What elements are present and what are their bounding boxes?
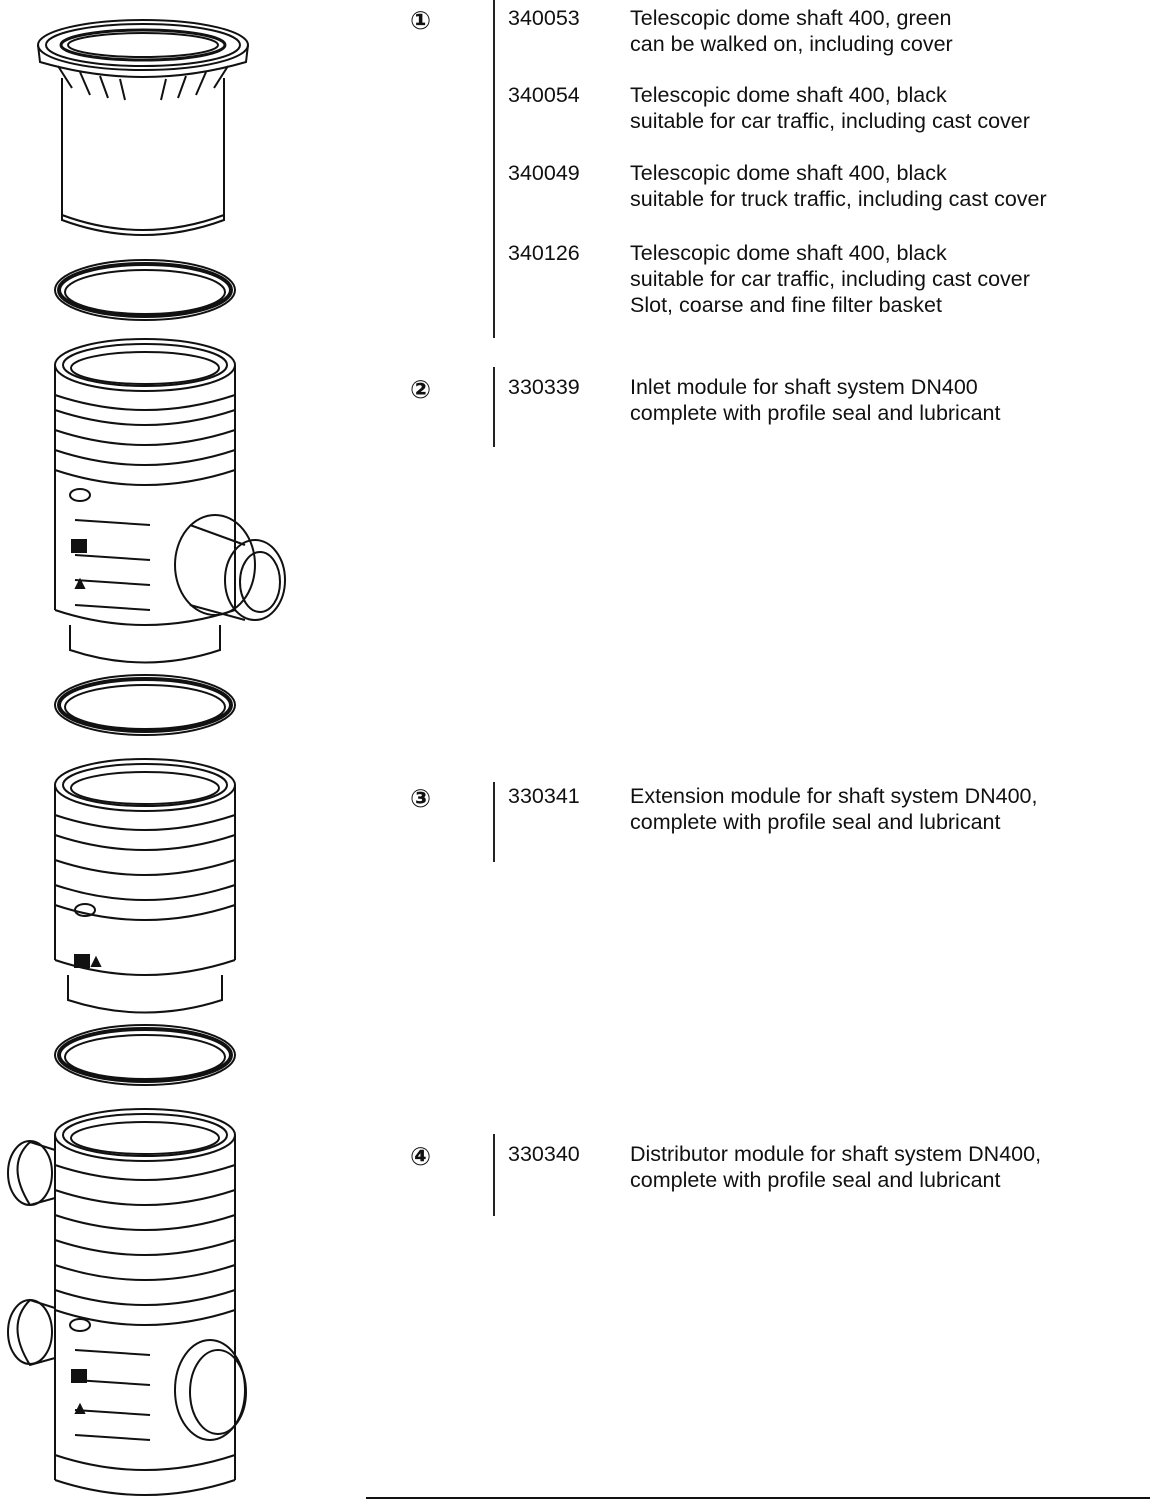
description-line: Inlet module for shaft system DN400 — [630, 375, 978, 399]
distributor-module-drawing — [7, 1108, 247, 1496]
shaft-system-illustration — [7, 19, 286, 1496]
part-description: Inlet module for shaft system DN400 comp… — [630, 374, 1000, 426]
description-line: Slot, coarse and fine filter basket — [630, 293, 942, 317]
description-line: complete with profile seal and lubricant — [630, 401, 1001, 425]
description-line: Distributor module for shaft system DN40… — [630, 1142, 1042, 1166]
part-description: Telescopic dome shaft 400, green can be … — [630, 5, 953, 57]
description-line: Telescopic dome shaft 400, green — [630, 6, 952, 30]
seal-ring-drawing — [54, 259, 236, 321]
description-line: Telescopic dome shaft 400, black — [630, 241, 947, 265]
part-code: 340049 — [508, 161, 580, 185]
extension-module-drawing — [54, 758, 236, 1014]
description-line: Telescopic dome shaft 400, black — [630, 161, 947, 185]
part-code: 340126 — [508, 241, 580, 265]
description-line: can be walked on, including cover — [630, 32, 953, 56]
item-marker: ③ — [410, 784, 432, 813]
group-divider — [493, 782, 495, 862]
item-marker: ④ — [410, 1142, 432, 1171]
seal-ring-drawing — [54, 674, 236, 736]
group-divider — [493, 1134, 495, 1216]
part-code: 330339 — [508, 375, 580, 399]
item-marker: ② — [410, 375, 432, 404]
part-code: 340053 — [508, 6, 580, 30]
description-line: complete with profile seal and lubricant — [630, 1168, 1001, 1192]
description-line: Telescopic dome shaft 400, black — [630, 83, 947, 107]
part-code: 330340 — [508, 1142, 580, 1166]
item-marker: ① — [410, 6, 432, 35]
dome-shaft-drawing — [37, 19, 249, 236]
inlet-module-drawing — [54, 338, 286, 664]
part-description: Telescopic dome shaft 400, black suitabl… — [630, 82, 1030, 134]
description-line: Extension module for shaft system DN400, — [630, 784, 1038, 808]
description-line: suitable for car traffic, including cast… — [630, 267, 1030, 291]
description-line: suitable for truck traffic, including ca… — [630, 187, 1047, 211]
part-description: Telescopic dome shaft 400, black suitabl… — [630, 160, 1047, 212]
part-description: Telescopic dome shaft 400, black suitabl… — [630, 240, 1030, 318]
group-divider — [493, 367, 495, 447]
description-line: suitable for car traffic, including cast… — [630, 109, 1030, 133]
part-code: 340054 — [508, 83, 580, 107]
seal-ring-drawing — [54, 1024, 236, 1086]
footer-rule — [366, 1497, 1150, 1499]
group-divider — [493, 0, 495, 338]
part-code: 330341 — [508, 784, 580, 808]
part-description: Extension module for shaft system DN400,… — [630, 783, 1038, 835]
description-line: complete with profile seal and lubricant — [630, 810, 1001, 834]
part-description: Distributor module for shaft system DN40… — [630, 1141, 1041, 1193]
